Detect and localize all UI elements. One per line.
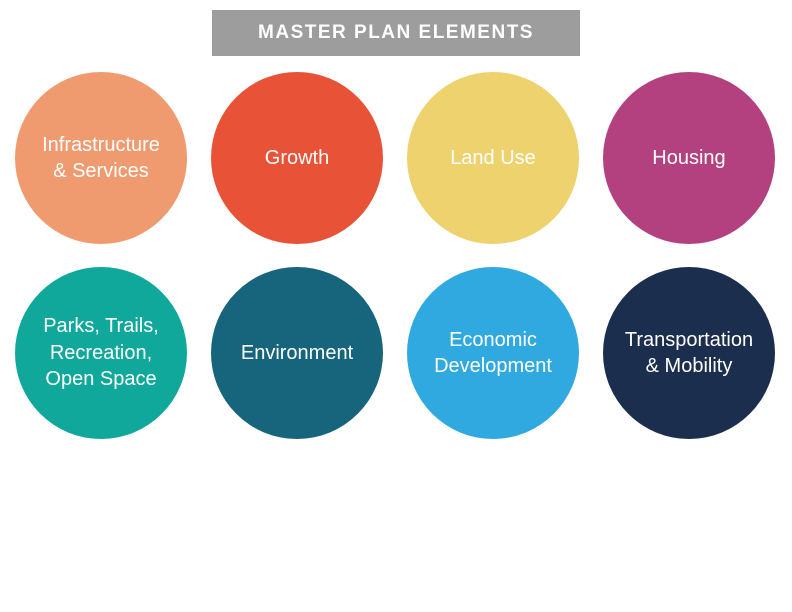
circle-label-parks-trails-recreation-open-space: Parks, Trails, Recreation, Open Space [43, 315, 159, 391]
circle-transportation-mobility: Transportation & Mobility [603, 267, 775, 439]
circle-economic-development: Economic Development [407, 267, 579, 439]
circle-label-transportation-mobility: Transportation & Mobility [624, 328, 754, 377]
circle-label-housing: Housing [652, 146, 726, 169]
diagram-title-banner: MASTER PLAN ELEMENTS [212, 10, 580, 56]
circle-label-economic-development: Economic Development [434, 328, 552, 377]
circle-infrastructure-services: Infrastructure & Services [15, 72, 187, 244]
circle-housing: Housing [603, 72, 775, 244]
circle-label-environment: Environment [240, 341, 354, 364]
circle-label-growth: Growth [264, 146, 330, 169]
circle-label-land-use: Land Use [450, 146, 536, 169]
circle-parks-trails-recreation-open-space: Parks, Trails, Recreation, Open Space [15, 267, 187, 439]
circle-land-use: Land Use [407, 72, 579, 244]
circle-growth: Growth [211, 72, 383, 244]
diagram-title: MASTER PLAN ELEMENTS [258, 22, 534, 43]
circle-environment: Environment [211, 267, 383, 439]
circle-label-infrastructure-services: Infrastructure & Services [42, 133, 160, 182]
elements-grid: Infrastructure & Services Growth Land Us… [15, 72, 775, 439]
